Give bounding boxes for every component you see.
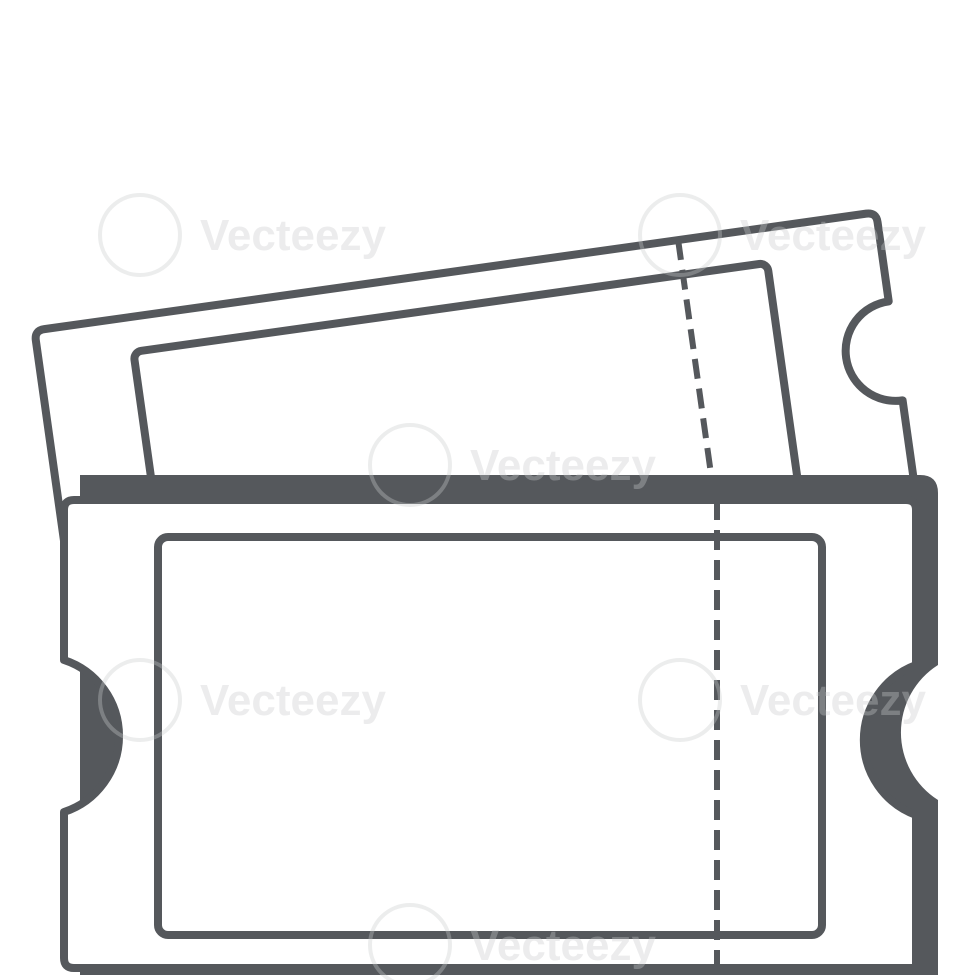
front-ticket-panel: [154, 533, 826, 939]
watermark-3: Vecteezy: [368, 423, 656, 507]
front-ticket: [60, 496, 920, 972]
svg-text:Vecteezy: Vecteezy: [200, 211, 386, 260]
svg-text:Vecteezy: Vecteezy: [470, 921, 656, 970]
svg-text:Vecteezy: Vecteezy: [200, 676, 386, 725]
watermark-1: Vecteezy: [98, 193, 386, 277]
watermark-4: Vecteezy: [98, 658, 386, 742]
svg-text:Vecteezy: Vecteezy: [740, 211, 926, 260]
svg-text:Vecteezy: Vecteezy: [470, 441, 656, 490]
watermark-layer: Vecteezy Vecteezy Vecteezy Vecteezy Vect…: [98, 193, 926, 980]
watermark-6: Vecteezy: [368, 903, 656, 980]
watermark-5: Vecteezy: [638, 658, 926, 742]
watermark-2: Vecteezy: [638, 193, 926, 277]
svg-text:Vecteezy: Vecteezy: [740, 676, 926, 725]
